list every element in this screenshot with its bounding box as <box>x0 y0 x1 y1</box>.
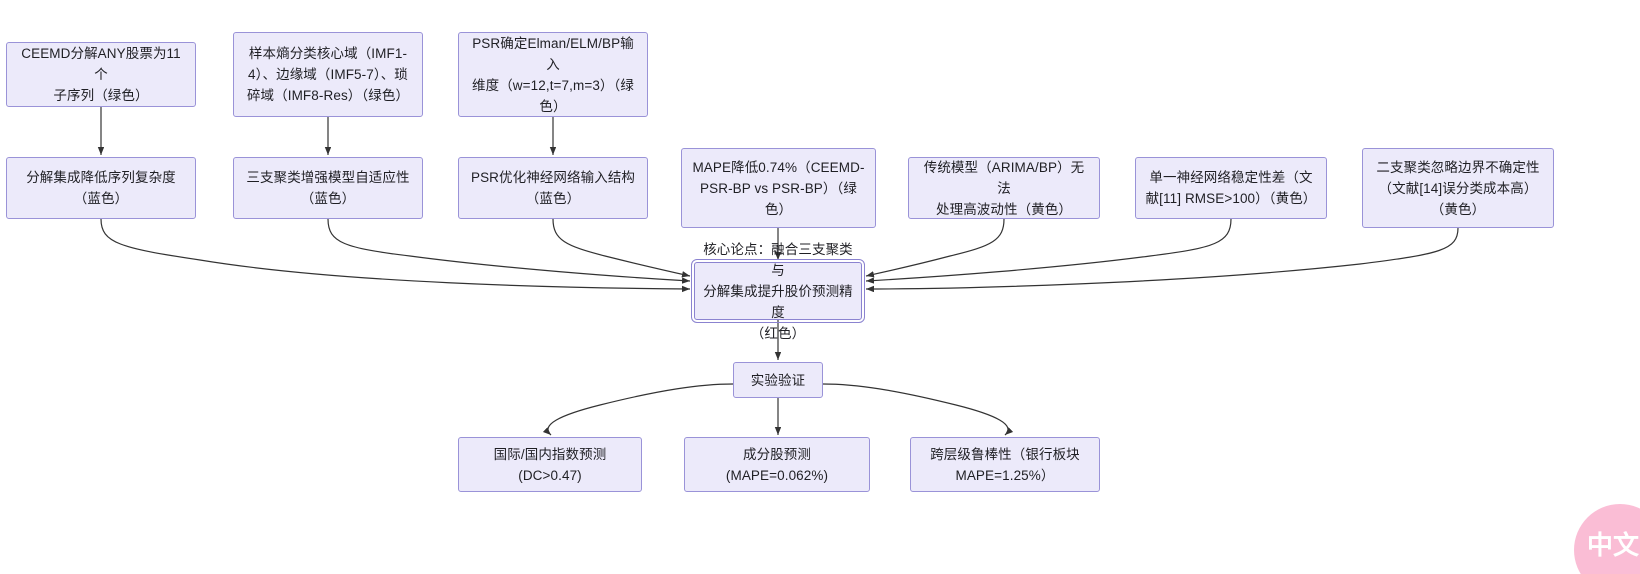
node-decomposition-reduces-complexity[interactable]: 分解集成降低序列复杂度 （蓝色） <box>6 157 196 219</box>
node-label: 实验验证 <box>750 372 806 388</box>
edge-n4-core <box>100 218 691 293</box>
node-index-forecast-result[interactable]: 国际/国内指数预测 (DC>0.47) <box>458 437 642 492</box>
node-label: CEEMD分解ANY股票为11个 子序列（绿色） <box>21 46 181 103</box>
node-label: 核心论点：融合三支聚类与 分解集成提升股价预测精度 （红色） <box>703 241 853 341</box>
node-psr-input-dimension[interactable]: PSR确定Elman/ELM/BP输入 维度（w=12,t=7,m=3）（绿 色… <box>458 32 648 117</box>
node-label: 二支聚类忽略边界不确定性 （文献[14]误分类成本高） （黄色） <box>1376 159 1540 217</box>
watermark-badge: 中文 <box>1574 504 1640 574</box>
node-label: 成分股预测 (MAPE=0.062%) <box>725 446 829 483</box>
edge-n9-core <box>865 218 1232 284</box>
node-label: PSR优化神经网络输入结构 （蓝色） <box>470 170 636 206</box>
node-two-way-clustering-boundary[interactable]: 二支聚类忽略边界不确定性 （文献[14]误分类成本高） （黄色） <box>1362 148 1554 228</box>
node-label: 单一神经网络稳定性差（文 献[11] RMSE>100）（黄色） <box>1145 170 1317 206</box>
node-mape-reduction[interactable]: MAPE降低0.74%（CEEMD- PSR-BP vs PSR-BP）（绿 色… <box>681 148 876 228</box>
edge-exp-r3 <box>822 383 1014 436</box>
node-constituent-stock-forecast-result[interactable]: 成分股预测 (MAPE=0.062%) <box>684 437 870 492</box>
node-label: MAPE降低0.74%（CEEMD- PSR-BP vs PSR-BP）（绿 色… <box>692 159 865 217</box>
node-cross-level-robustness-result[interactable]: 跨层级鲁棒性（银行板块 MAPE=1.25%） <box>910 437 1100 492</box>
edge-exp-r1 <box>542 383 734 436</box>
node-experimental-validation[interactable]: 实验验证 <box>733 362 823 398</box>
node-traditional-model-limitation[interactable]: 传统模型（ARIMA/BP）无法 处理高波动性（黄色） <box>908 157 1100 219</box>
edge-n8-core <box>865 218 1005 278</box>
edge-n10-core <box>865 227 1459 293</box>
node-label: 样本熵分类核心域（IMF1- 4）、边缘域（IMF5-7）、琐 碎域（IMF8-… <box>246 46 410 103</box>
node-label: PSR确定Elman/ELM/BP输入 维度（w=12,t=7,m=3）（绿 色… <box>472 35 634 114</box>
node-core-thesis[interactable]: 核心论点：融合三支聚类与 分解集成提升股价预测精度 （红色） <box>691 242 865 341</box>
edge-n6-core <box>552 218 691 278</box>
node-label: 分解集成降低序列复杂度 （蓝色） <box>26 170 176 206</box>
node-ceemd-decomposition[interactable]: CEEMD分解ANY股票为11个 子序列（绿色） <box>6 42 196 107</box>
node-single-network-instability[interactable]: 单一神经网络稳定性差（文 献[11] RMSE>100）（黄色） <box>1135 157 1327 219</box>
watermark-text: 中文 <box>1586 530 1639 560</box>
node-label: 传统模型（ARIMA/BP）无法 处理高波动性（黄色） <box>923 159 1085 217</box>
node-sample-entropy-classification[interactable]: 样本熵分类核心域（IMF1- 4）、边缘域（IMF5-7）、琐 碎域（IMF8-… <box>233 32 423 117</box>
node-psr-optimizes-network-input[interactable]: PSR优化神经网络输入结构 （蓝色） <box>458 157 648 219</box>
edge-n5-core <box>327 218 691 284</box>
node-three-way-clustering-adaptivity[interactable]: 三支聚类增强模型自适应性 （蓝色） <box>233 157 423 219</box>
node-label: 三支聚类增强模型自适应性 （蓝色） <box>246 170 410 206</box>
node-label: 跨层级鲁棒性（银行板块 MAPE=1.25%） <box>930 446 1080 483</box>
node-label: 国际/国内指数预测 (DC>0.47) <box>493 446 607 483</box>
